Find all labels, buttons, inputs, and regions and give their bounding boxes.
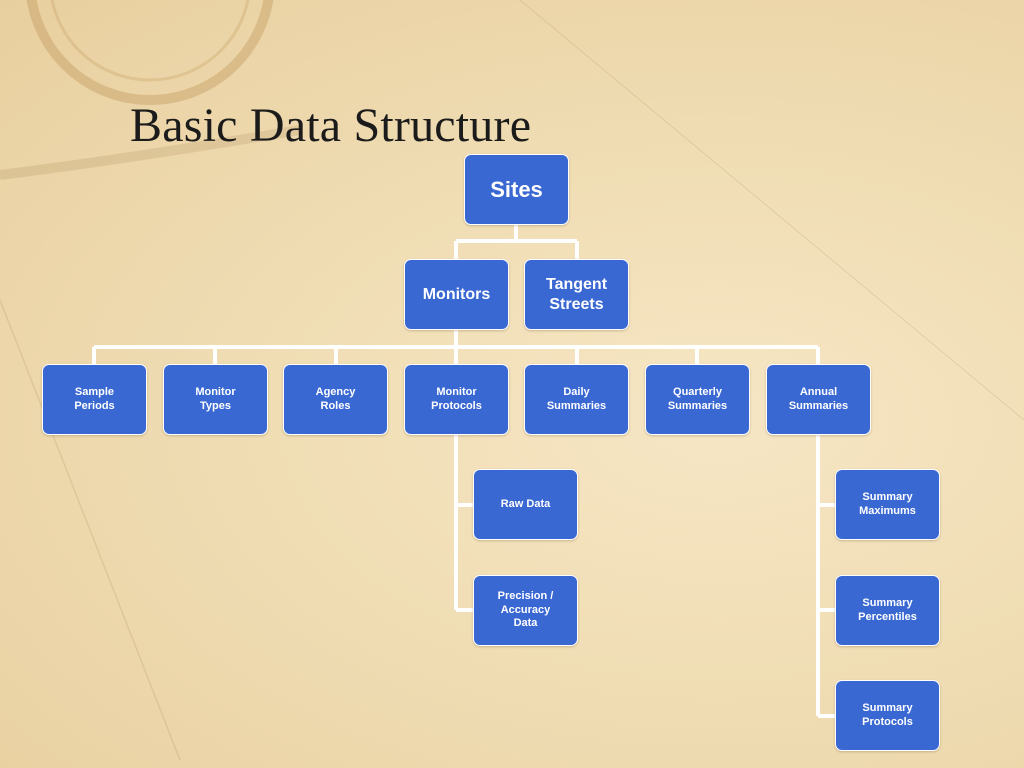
slide-title: Basic Data Structure	[130, 99, 532, 152]
node-annual-summaries: Annual Summaries	[766, 364, 871, 435]
node-summary-maximums: Summary Maximums	[835, 469, 940, 540]
node-raw-data: Raw Data	[473, 469, 578, 540]
node-monitors: Monitors	[404, 259, 509, 330]
node-sites: Sites	[464, 154, 569, 225]
node-tangent-streets: Tangent Streets	[524, 259, 629, 330]
node-daily-summaries: Daily Summaries	[524, 364, 629, 435]
node-summary-protocols: Summary Protocols	[835, 680, 940, 751]
node-quarterly-summaries: Quarterly Summaries	[645, 364, 750, 435]
node-sample-periods: Sample Periods	[42, 364, 147, 435]
node-monitor-protocols: Monitor Protocols	[404, 364, 509, 435]
node-monitor-types: Monitor Types	[163, 364, 268, 435]
node-precision-accuracy-data: Precision / Accuracy Data	[473, 575, 578, 646]
node-agency-roles: Agency Roles	[283, 364, 388, 435]
node-summary-percentiles: Summary Percentiles	[835, 575, 940, 646]
